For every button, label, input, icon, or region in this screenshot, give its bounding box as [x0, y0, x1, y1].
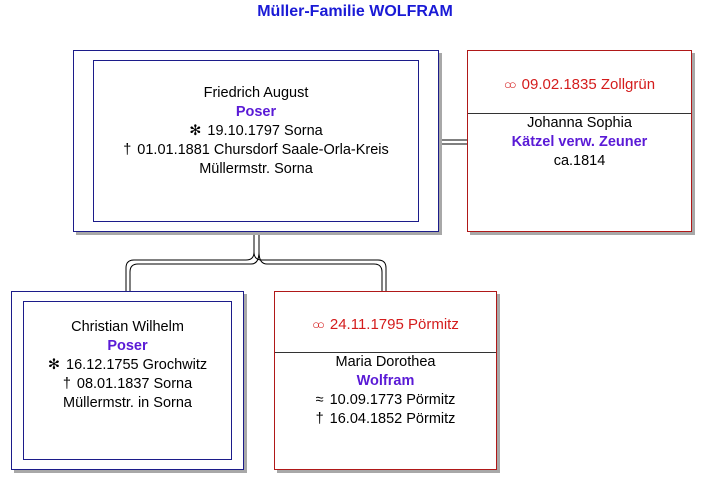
marriage-event: ○○ 24.11.1795 Pörmitz — [275, 315, 496, 334]
descent-line-left-a — [125, 233, 255, 291]
birth-icon: ✻ — [47, 357, 61, 373]
given-name: Friedrich August — [203, 85, 309, 101]
rings-icon: ○○ — [312, 317, 325, 332]
marriage-text: 09.02.1835 Zollgrün — [521, 76, 656, 93]
spouse-box-maria[interactable]: ○○ 24.11.1795 Pörmitz Maria Dorothea Wolf… — [274, 291, 497, 470]
person-box-christian-inner: Christian Wilhelm Poser ✻ 16.12.1755 Groc… — [23, 301, 232, 460]
page-title: Müller-Familie WOLFRAM — [257, 3, 453, 20]
given-name: Christian Wilhelm — [71, 319, 184, 335]
birth-text: 16.12.1755 Grochwitz — [66, 357, 208, 373]
descent-line-right-b — [258, 251, 383, 291]
person-box-christian[interactable]: Christian Wilhelm Poser ✻ 16.12.1755 Groc… — [11, 291, 244, 470]
birth-event: ✻ 19.10.1797 Sorna — [94, 122, 418, 141]
person-box-friedrich[interactable]: Friedrich August Poser ✻ 19.10.1797 Sorna… — [73, 50, 439, 232]
spouse-box-johanna[interactable]: ○○ 09.02.1835 Zollgrün Johanna Sophia Kät… — [467, 50, 692, 232]
death-event: † 08.01.1837 Sorna — [24, 375, 231, 394]
death-text: 16.04.1852 Pörmitz — [329, 411, 456, 427]
surname: Poser — [235, 104, 277, 120]
divider — [468, 113, 691, 114]
birth-text: ca.1814 — [553, 153, 606, 169]
birth-event: ✻ 16.12.1755 Grochwitz — [24, 356, 231, 375]
given-name: Johanna Sophia — [527, 115, 632, 131]
occupation: Müllermstr. in Sorna — [63, 395, 192, 411]
baptism-icon: ≈ — [315, 392, 324, 408]
birth-text: 19.10.1797 Sorna — [207, 123, 323, 139]
person-box-friedrich-inner: Friedrich August Poser ✻ 19.10.1797 Sorna… — [93, 60, 419, 222]
death-icon: † — [315, 411, 324, 427]
occupation: Müllermstr. Sorna — [199, 161, 313, 177]
death-event: † 16.04.1852 Pörmitz — [275, 410, 496, 429]
surname: Wolfram — [356, 373, 415, 389]
birth-icon: ✻ — [189, 123, 202, 139]
baptism-text: 10.09.1773 Pörmitz — [329, 392, 456, 408]
divider — [275, 352, 496, 353]
spouse-details: Johanna Sophia Kätzel verw. Zeuner ca.18… — [468, 114, 691, 171]
descent-line-left-b — [129, 233, 260, 291]
given-name: Maria Dorothea — [335, 354, 436, 370]
baptism-event: ≈10.09.1773 Pörmitz — [275, 391, 496, 410]
death-text: 08.01.1837 Sorna — [76, 376, 193, 392]
death-icon: † — [123, 142, 132, 158]
marriage-text: 24.11.1795 Pörmitz — [329, 316, 459, 333]
death-text: 01.01.1881 Chursdorf Saale-Orla-Kreis — [137, 142, 389, 158]
death-event: † 01.01.1881 Chursdorf Saale-Orla-Kreis — [94, 141, 418, 160]
rings-icon: ○○ — [503, 77, 517, 92]
death-icon: † — [62, 376, 71, 392]
surname: Poser — [107, 338, 148, 354]
spouse-details: Maria Dorothea Wolfram ≈10.09.1773 Pörmi… — [275, 353, 496, 429]
marriage-event: ○○ 09.02.1835 Zollgrün — [468, 75, 691, 94]
surname: Kätzel verw. Zeuner — [511, 134, 648, 150]
descent-line-right-a — [253, 251, 387, 291]
